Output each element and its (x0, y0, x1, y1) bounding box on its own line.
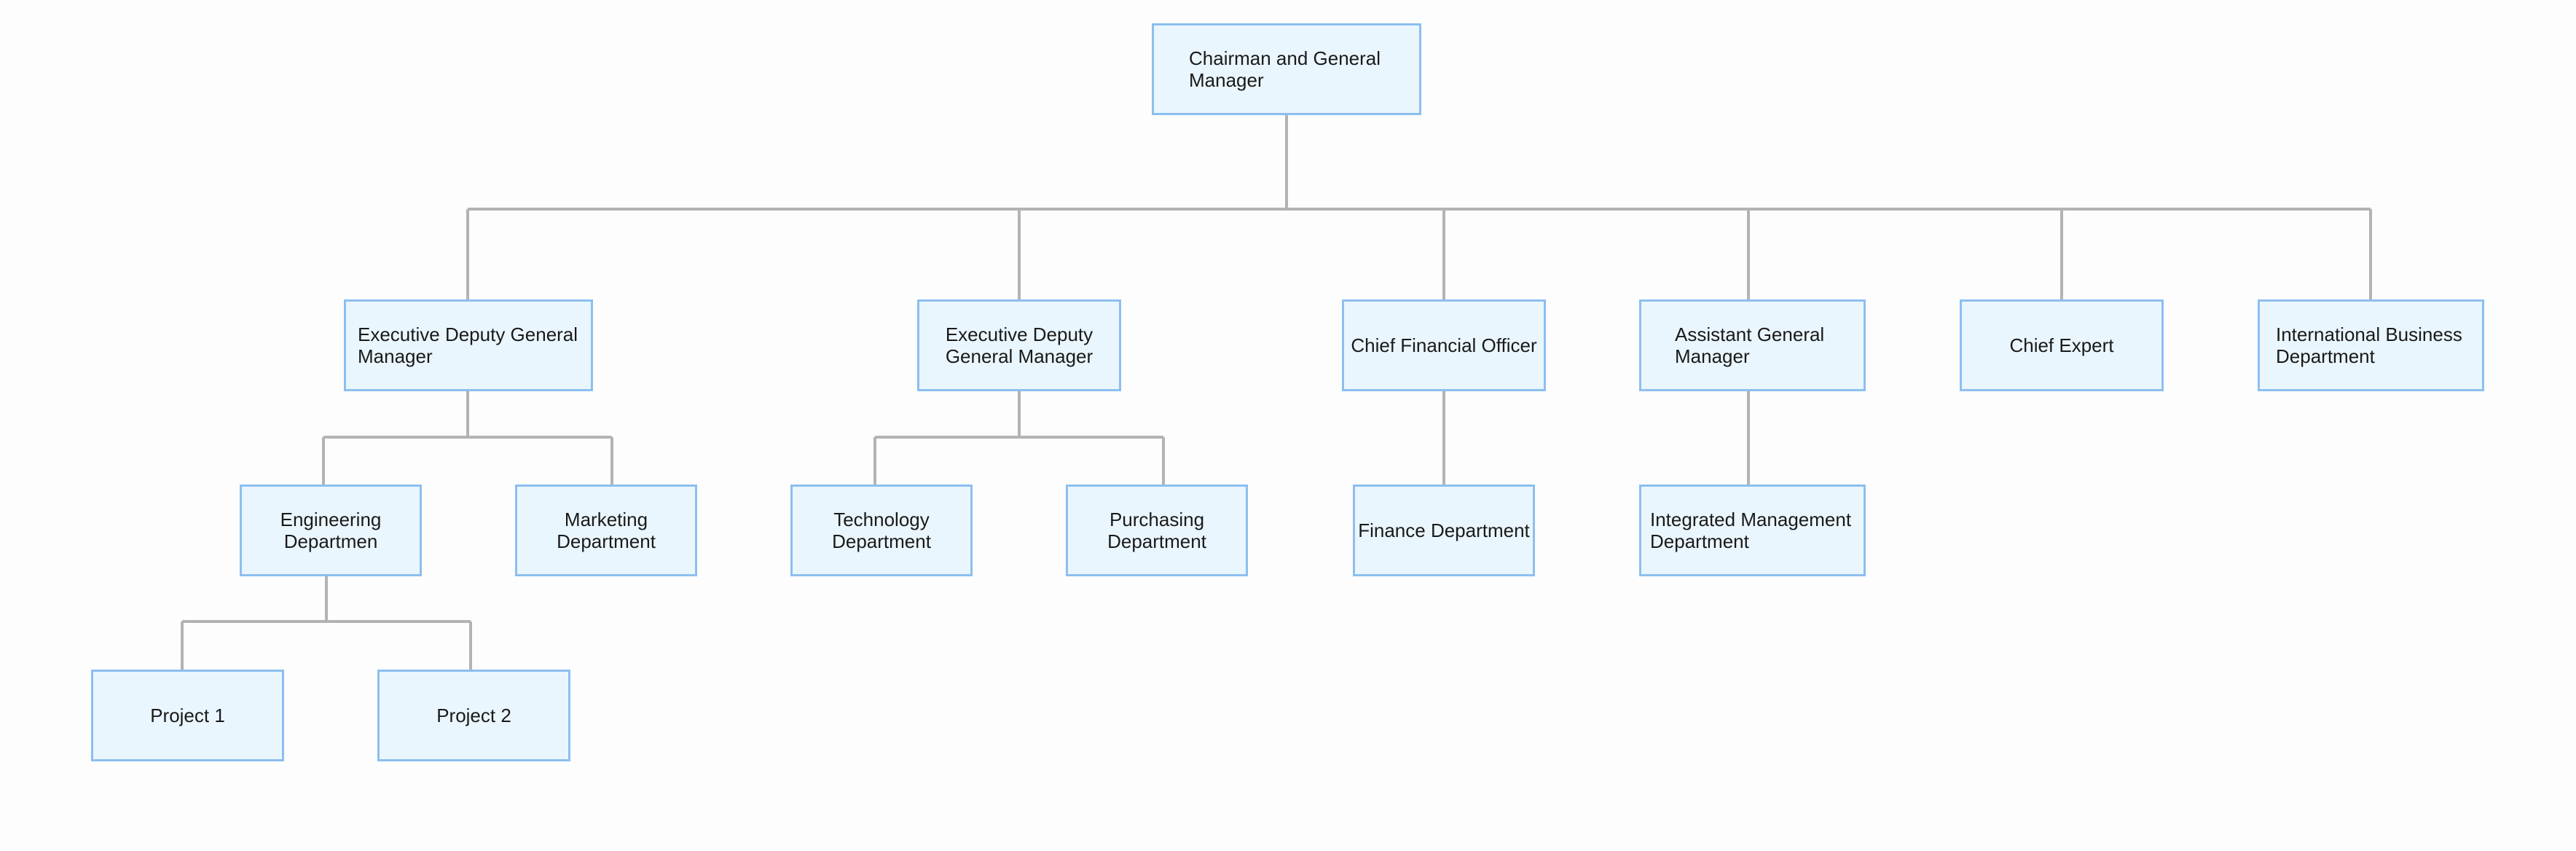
node-chief-financial-officer[interactable]: Chief Financial Officer (1342, 299, 1546, 391)
node-label: Technology Department (832, 509, 931, 552)
node-technology-department[interactable]: Technology Department (790, 485, 973, 576)
node-international-business-department[interactable]: International Business Department (2258, 299, 2484, 391)
node-label: Chief Expert (2009, 334, 2114, 356)
node-label: Executive Deputy General Manager (358, 323, 578, 367)
node-purchasing-department[interactable]: Purchasing Department (1066, 485, 1248, 576)
node-assistant-general-manager[interactable]: Assistant General Manager (1639, 299, 1866, 391)
node-executive-deputy-gm-2[interactable]: Executive Deputy General Manager (917, 299, 1121, 391)
node-chief-expert[interactable]: Chief Expert (1960, 299, 2164, 391)
connector-edgm2-group (873, 391, 1165, 485)
node-label: Integrated Management Department (1650, 509, 1852, 552)
node-finance-department[interactable]: Finance Department (1353, 485, 1535, 576)
node-engineering-department[interactable]: Engineering Departmen (240, 485, 422, 576)
node-marketing-department[interactable]: Marketing Department (515, 485, 697, 576)
node-executive-deputy-gm-1[interactable]: Executive Deputy General Manager (344, 299, 593, 391)
node-label: International Business Department (2276, 323, 2462, 367)
node-label: Marketing Department (557, 509, 656, 552)
node-label: Engineering Departmen (280, 509, 382, 552)
node-label: Assistant General Manager (1675, 323, 1825, 367)
node-chairman-general-manager[interactable]: Chairman and General Manager (1152, 23, 1421, 115)
node-integrated-management-department[interactable]: Integrated Management Department (1639, 485, 1866, 576)
connector-edgm1-group (322, 391, 613, 485)
node-label: Chairman and General Manager (1189, 47, 1381, 91)
node-label: Executive Deputy General Manager (945, 323, 1093, 367)
node-project-2[interactable]: Project 2 (377, 670, 570, 761)
node-project-1[interactable]: Project 1 (91, 670, 284, 761)
node-label: Chief Financial Officer (1351, 334, 1537, 356)
node-label: Project 2 (436, 705, 511, 726)
node-label: Purchasing Department (1107, 509, 1206, 552)
node-label: Project 1 (150, 705, 225, 726)
node-label: Finance Department (1358, 519, 1530, 541)
connector-eng-projects (181, 576, 472, 670)
